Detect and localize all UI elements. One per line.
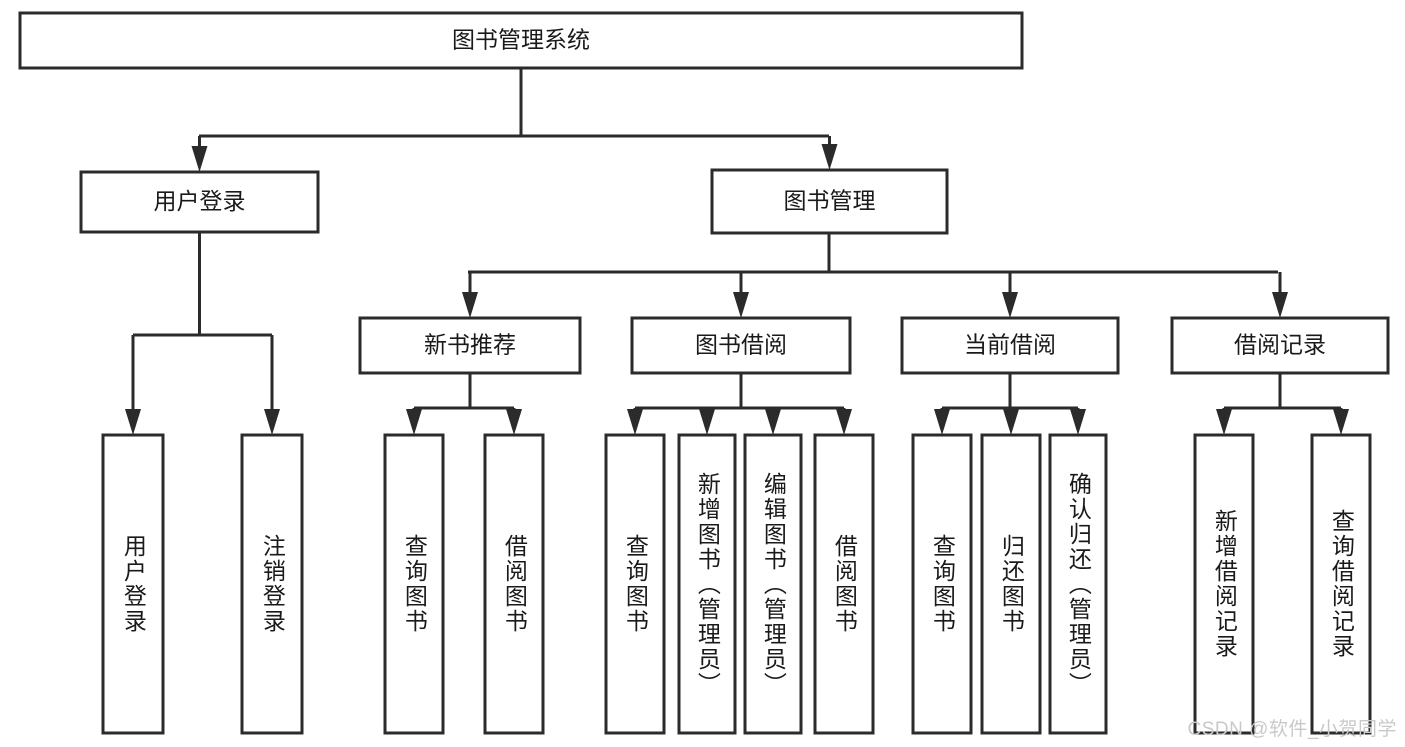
node-level3-box-0[interactable] xyxy=(358,316,582,375)
node-leaf-box-0[interactable] xyxy=(101,433,165,735)
arrow-to-level2-1 xyxy=(821,144,838,170)
arrow-to-leaf-4 xyxy=(627,409,643,435)
node-leaf-box-4[interactable] xyxy=(604,433,666,735)
arrow-to-level2-0 xyxy=(191,146,208,172)
arrow-to-leaf-5 xyxy=(699,409,715,435)
node-level3-box-1[interactable] xyxy=(630,316,852,375)
node-level3-label-2: 当前借阅 xyxy=(964,332,1056,358)
node-leaf-box-6[interactable] xyxy=(743,433,803,735)
node-level2-box-0[interactable] xyxy=(79,170,320,234)
node-level3-box-3[interactable] xyxy=(1170,316,1390,375)
node-leaf-box-8[interactable] xyxy=(911,433,973,735)
box-layer xyxy=(18,11,1390,735)
node-level3-label-0: 新书推荐 xyxy=(424,332,516,358)
arrow-to-level3-3 xyxy=(1272,292,1288,318)
arrow-to-leaf-7 xyxy=(836,409,852,435)
node-leaf-box-11[interactable] xyxy=(1193,433,1255,735)
node-leaf-box-2[interactable] xyxy=(383,433,445,735)
node-level3-box-2[interactable] xyxy=(900,316,1120,375)
arrow-to-leaf-8 xyxy=(934,409,950,435)
arrow-to-leaf-12 xyxy=(1333,409,1349,435)
watermark: CSDN @软件_小贺同学 xyxy=(1187,719,1397,740)
arrow-to-leaf-1 xyxy=(264,409,280,435)
node-leaf-box-10[interactable] xyxy=(1048,433,1108,735)
node-leaf-box-1[interactable] xyxy=(240,433,304,735)
node-leaf-box-9[interactable] xyxy=(980,433,1042,735)
arrow-to-leaf-6 xyxy=(765,409,781,435)
arrow-to-leaf-10 xyxy=(1070,409,1086,435)
connector-layer xyxy=(125,68,1349,435)
arrow-to-leaf-11 xyxy=(1216,409,1232,435)
node-level3-label-1: 图书借阅 xyxy=(695,332,787,358)
arrow-to-leaf-3 xyxy=(506,409,522,435)
node-leaf-box-7[interactable] xyxy=(813,433,875,735)
node-level2-label-1: 图书管理 xyxy=(784,188,876,214)
arrow-to-leaf-9 xyxy=(1003,409,1019,435)
node-root-box[interactable] xyxy=(18,11,1024,70)
node-level3-label-3: 借阅记录 xyxy=(1234,332,1326,358)
node-leaf-box-5[interactable] xyxy=(677,433,737,735)
node-leaf-box-3[interactable] xyxy=(483,433,545,735)
arrow-to-leaf-2 xyxy=(406,409,422,435)
node-root-label: 图书管理系统 xyxy=(452,27,590,53)
node-level2-label-0: 用户登录 xyxy=(154,188,246,214)
node-leaf-box-12[interactable] xyxy=(1310,433,1372,735)
arrow-to-level3-2 xyxy=(1002,292,1018,318)
arrow-to-leaf-0 xyxy=(125,409,141,435)
arrow-to-level3-0 xyxy=(462,292,478,318)
arrow-to-level3-1 xyxy=(733,292,749,318)
node-level2-box-1[interactable] xyxy=(710,168,949,235)
